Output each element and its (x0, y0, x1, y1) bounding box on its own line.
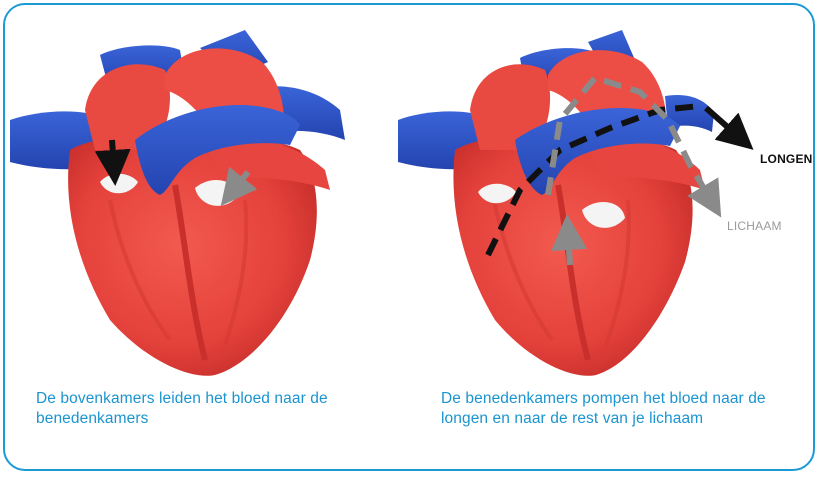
label-body: LICHAAM (727, 219, 782, 233)
black-arrow-icon (112, 140, 114, 168)
caption-right: De benedenkamers pompen het bloed naar d… (441, 389, 796, 429)
label-lungs: LONGEN (760, 152, 813, 166)
right-heart-model (398, 30, 740, 376)
caption-left: De bovenkamers leiden het bloed naar de … (36, 389, 366, 429)
left-heart-model (10, 30, 345, 376)
grey-arrow-icon (568, 232, 570, 265)
